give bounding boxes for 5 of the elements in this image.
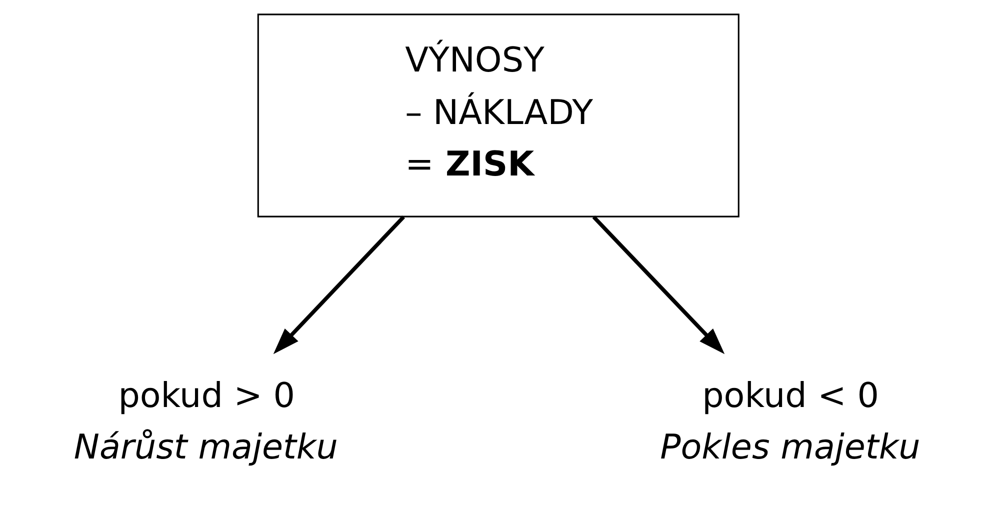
arrow: [273, 216, 405, 354]
node-text: pokud > 0 Nárůst majetku: [74, 376, 338, 468]
node-text: pokud < 0 Pokles majetku: [660, 376, 920, 468]
arrow: [592, 216, 725, 354]
node-box: VÝNOSY – NÁKLADY = ZISK: [257, 14, 740, 218]
